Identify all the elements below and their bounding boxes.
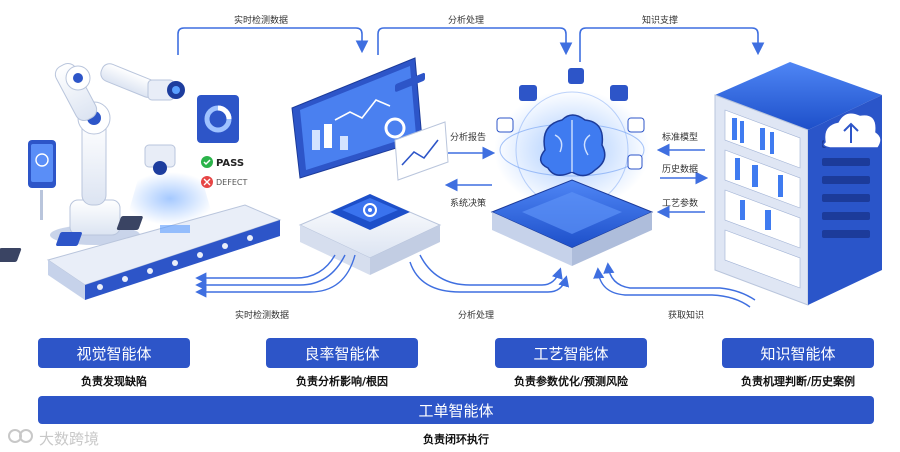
watermark-text: 大数跨境: [39, 429, 100, 448]
flow-arrow-bottom-right: [603, 262, 756, 301]
agent-vision-desc: 负责发现缺陷: [81, 375, 147, 388]
conveyor-belt-icon: [0, 204, 282, 300]
pass-text: PASS: [216, 158, 244, 169]
watermark: 大数跨境: [8, 427, 99, 449]
flow-label-bottom-mid: 分析处理: [458, 311, 495, 321]
agent-yield-desc: 负责分析影响/根因: [295, 375, 389, 388]
flow-label-top-mid: 分析处理: [448, 16, 485, 26]
flow-arrow-bottom-left: [195, 254, 346, 291]
flow-arrow-top-right: [579, 27, 765, 62]
flow-arrow-bottom-left-2: [195, 254, 336, 284]
agent-vision: 视觉智能体: [38, 338, 190, 368]
brain-platform-icon: [490, 68, 654, 266]
watermark-logo-icon: [8, 427, 34, 449]
cloud-upload-icon: [822, 111, 882, 149]
donut-chart-icon: [197, 95, 239, 143]
flow-label-hist: 历史数据: [662, 165, 699, 175]
agent-knowledge: 知识智能体: [722, 338, 874, 368]
chip-hub-icon: [298, 72, 442, 275]
agent-process-desc: 负责参数优化/预测风险: [513, 375, 629, 388]
flow-arrow-bottom-mid: [419, 254, 563, 286]
agent-process: 工艺智能体: [495, 338, 647, 368]
flow-label-bottom-left: 实时检测数据: [235, 311, 290, 321]
flow-arrow-bottom-left-3: [195, 254, 356, 298]
pass-badge: PASS: [201, 156, 244, 169]
agent-yield: 良率智能体: [266, 338, 418, 368]
defect-badge: DEFECT: [201, 176, 247, 188]
knowledge-server-icon: [714, 62, 882, 306]
flow-label-bottom-right: 获取知识: [668, 311, 705, 321]
flow-arrow-bottom-right-2: [593, 267, 751, 308]
flow-label-std: 标准模型: [662, 133, 699, 143]
agent-work-order: 工单智能体: [38, 396, 874, 424]
report-card-icon: [394, 121, 449, 181]
flow-label-report: 分析报告: [450, 133, 487, 143]
flow-label-proc: 工艺参数: [662, 199, 699, 209]
flow-label-top-left: 实时检测数据: [234, 16, 289, 26]
tablet-icon: [28, 140, 56, 220]
agent-work-order-desc: 负责闭环执行: [423, 433, 489, 446]
brain-icon: [539, 114, 606, 177]
flow-arrow-bottom-mid-2: [409, 261, 570, 293]
agent-knowledge-desc: 负责机理判断/历史案例: [740, 375, 856, 388]
flow-label-top-right: 知识支撑: [642, 16, 679, 26]
robot-arm-icon: [50, 63, 215, 245]
flow-arrow-top-mid: [377, 27, 573, 56]
defect-text: DEFECT: [216, 178, 247, 187]
flow-label-decision: 系统决策: [450, 199, 487, 209]
dashboard-monitor-icon: [291, 57, 423, 179]
flow-arrow-top-left: [177, 27, 369, 55]
